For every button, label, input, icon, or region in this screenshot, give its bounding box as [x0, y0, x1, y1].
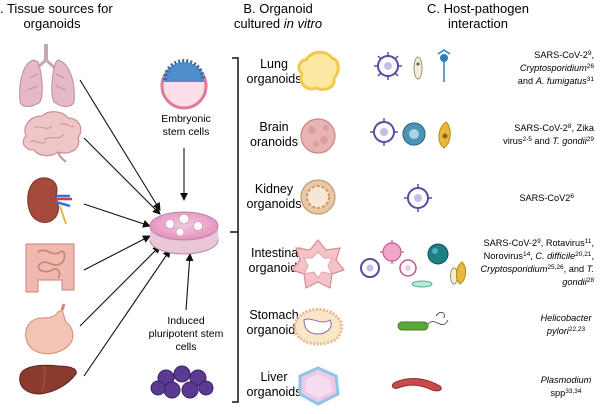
svg-text:Embryonic: Embryonic [161, 113, 211, 125]
svg-text:B. Organoid: B. Organoid [243, 1, 312, 16]
svg-text:A. Tissue sources for: A. Tissue sources for [0, 1, 113, 16]
lungs-icon [19, 44, 75, 107]
svg-text:SARS-CoV-29, Rotavirus11,: SARS-CoV-29, Rotavirus11, [484, 238, 594, 249]
helicobacter-icon [397, 312, 449, 331]
organoid-label-intestinal: Intestinal organoids [249, 246, 304, 275]
ipsc-cluster-icon [150, 365, 214, 399]
plasmodium-icon [391, 378, 442, 392]
intestines-icon [25, 243, 75, 293]
c-difficile-icon [411, 280, 433, 288]
embryonic-stem-cell-icon [160, 59, 208, 110]
pathogens-kidney: SARS-CoV26 [519, 193, 574, 204]
svg-text:virus2-5 and T. gondii29: virus2-5 and T. gondii29 [503, 136, 594, 147]
liver-organoid-icon [298, 366, 340, 406]
pathogens-stomach: Helicobacter pylori22,23 [540, 313, 592, 336]
toxoplasma-icon [438, 121, 451, 149]
intestinal-organoid-icon [290, 239, 346, 289]
liver-icon [19, 364, 77, 395]
svg-text:organoids: organoids [249, 261, 304, 275]
brain-organoid-icon [300, 118, 336, 154]
ipsc-label: Induced pluripotent stem cells [149, 315, 224, 353]
organoid-label-kidney: Kidney organoids [247, 182, 302, 211]
header-host-pathogen: C. Host-pathogen interaction [427, 1, 529, 31]
pathogens-brain: SARS-CoV-28, Zika virus2-5 and T. gondii… [503, 123, 595, 147]
svg-text:SARS-CoV-29,: SARS-CoV-29, [534, 50, 594, 61]
svg-text:pluripotent stem: pluripotent stem [149, 328, 224, 340]
svg-text:Brain: Brain [259, 120, 288, 134]
svg-text:organoids: organoids [247, 323, 302, 337]
cryptosporidium-icon [413, 56, 423, 80]
svg-text:gondii28: gondii28 [562, 277, 594, 288]
pathogens-lung: SARS-CoV-29, Cryptosporidium26 and A. fu… [518, 50, 595, 87]
header-organoid-culture: B. Organoid cultured in vitro [234, 1, 322, 31]
rotavirus-icon [380, 240, 404, 264]
svg-text:organoids: organoids [247, 385, 302, 399]
svg-text:Lung: Lung [260, 57, 288, 71]
svg-text:pylori22,23: pylori22,23 [546, 326, 586, 337]
header-tissue-sources: A. Tissue sources for organoids [0, 1, 113, 31]
virus-icon [374, 52, 402, 80]
stomach-icon [25, 303, 74, 355]
pathogens-intestinal: SARS-CoV-29, Rotavirus11, Norovirus14, C… [481, 238, 595, 288]
svg-text:organoids: organoids [23, 16, 81, 31]
svg-text:Plasmodium: Plasmodium [541, 375, 592, 385]
organoid-label-stomach: Stomach organoids [247, 308, 302, 337]
zika-virus-icon [402, 122, 426, 146]
svg-text:Cryptosporidium25,26, and T.: Cryptosporidium25,26, and T. [481, 264, 595, 275]
svg-text:organoids: organoids [247, 197, 302, 211]
virus-icon [360, 258, 380, 278]
lung-organoid-icon [297, 50, 340, 92]
teal-virus-icon [427, 243, 449, 265]
svg-text:cells: cells [175, 341, 196, 353]
svg-text:Induced: Induced [167, 315, 205, 327]
svg-text:Norovirus14, C. difficile20,21: Norovirus14, C. difficile20,21, [484, 251, 594, 262]
toxoplasma-icon [455, 261, 467, 285]
embryonic-stem-cells-label: Embryonic stem cells [161, 113, 211, 138]
svg-text:Helicobacter: Helicobacter [540, 313, 592, 323]
svg-text:cultured in vitro: cultured in vitro [234, 16, 322, 31]
organoid-label-brain: Brain oranoids [250, 120, 298, 149]
svg-text:oranoids: oranoids [250, 135, 298, 149]
svg-text:spp33,34: spp33,34 [550, 388, 581, 399]
svg-text:SARS-CoV26: SARS-CoV26 [519, 193, 574, 204]
svg-text:Stomach: Stomach [249, 308, 298, 322]
svg-text:Kidney: Kidney [255, 182, 294, 196]
tissue-arrows [79, 79, 194, 377]
organoid-label-lung: Lung organoids [247, 57, 302, 86]
svg-text:Cryptosporidium26: Cryptosporidium26 [520, 63, 595, 74]
organoid-label-liver: Liver organoids [247, 370, 302, 399]
kidney-icon [27, 177, 72, 225]
svg-text:and A. fumigatus31: and A. fumigatus31 [518, 76, 595, 87]
svg-text:SARS-CoV-28, Zika: SARS-CoV-28, Zika [514, 123, 595, 134]
brain-icon [22, 111, 82, 163]
svg-text:interaction: interaction [448, 16, 508, 31]
organoid-bracket [230, 57, 239, 403]
svg-text:C. Host-pathogen: C. Host-pathogen [427, 1, 529, 16]
virus-icon [370, 118, 398, 146]
kidney-organoid-icon [300, 179, 336, 215]
aspergillus-icon [437, 49, 451, 82]
petri-dish-icon [149, 211, 219, 255]
svg-text:stem cells: stem cells [163, 126, 210, 138]
norovirus-icon [399, 259, 417, 277]
svg-text:organoids: organoids [247, 72, 302, 86]
svg-text:Liver: Liver [260, 370, 287, 384]
pathogens-liver: Plasmodium spp33,34 [541, 375, 592, 398]
svg-text:Intestinal: Intestinal [251, 246, 301, 260]
stomach-organoid-icon [292, 308, 344, 346]
virus-icon [404, 184, 432, 212]
